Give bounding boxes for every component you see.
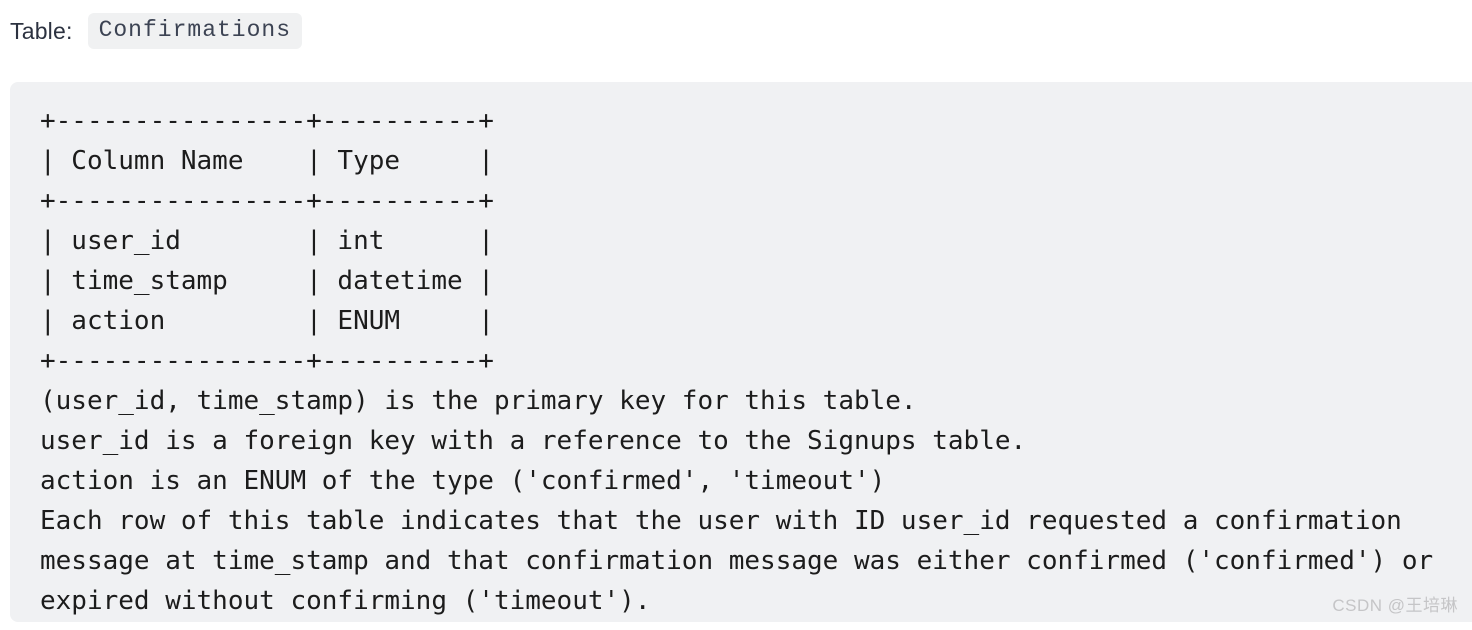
csdn-watermark: CSDN @王培琳 xyxy=(1332,596,1458,615)
schema-code-block: +----------------+----------+ | Column N… xyxy=(10,82,1472,622)
schema-ascii-text: +----------------+----------+ | Column N… xyxy=(40,106,1434,616)
table-header: Table: Confirmations xyxy=(10,13,303,49)
table-name-badge: Confirmations xyxy=(87,13,303,49)
table-label: Table: xyxy=(10,17,73,44)
